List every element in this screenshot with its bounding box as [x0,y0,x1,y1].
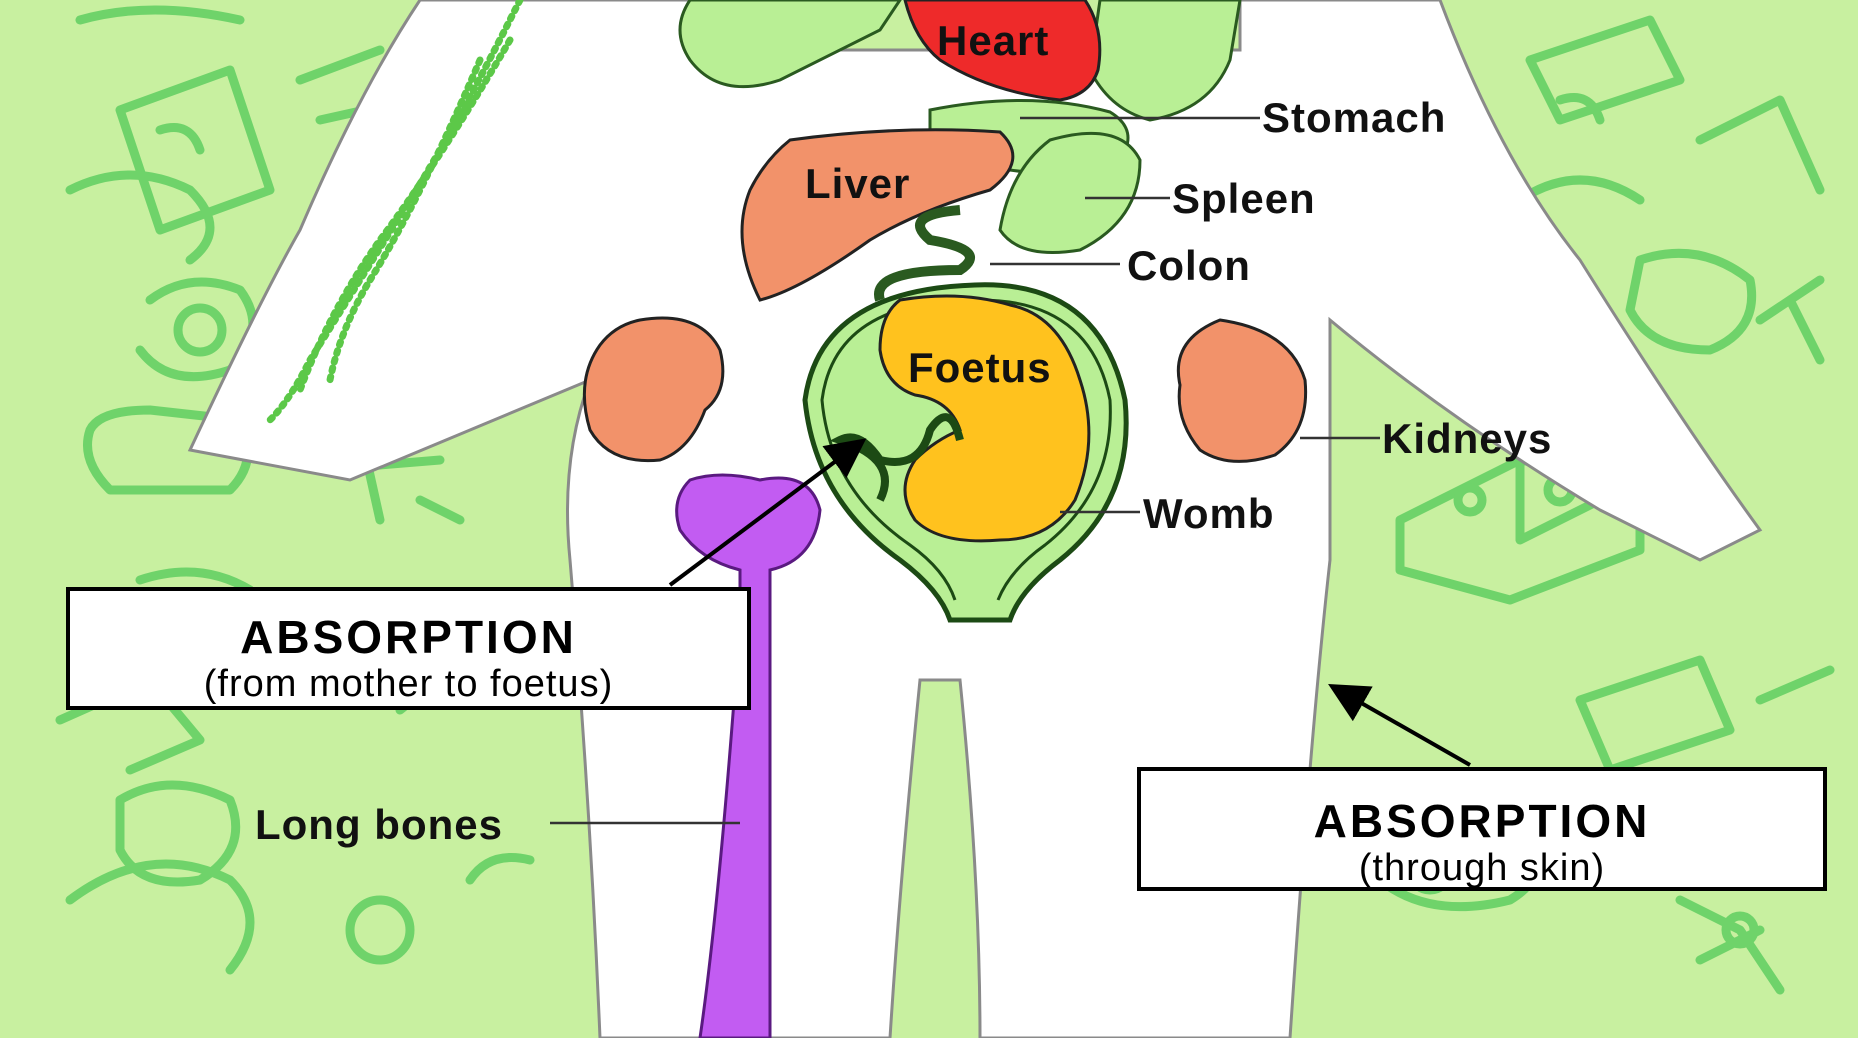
callout-through-skin: ABSORPTION (through skin) [1137,767,1827,891]
callout-mother-to-foetus-title: ABSORPTION [70,611,747,664]
callout-mother-to-foetus-subtitle: (from mother to foetus) [70,664,747,706]
label-heart: Heart [937,20,1049,62]
callout-through-skin-subtitle: (through skin) [1141,848,1823,890]
label-liver: Liver [805,163,910,205]
label-womb: Womb [1143,493,1275,535]
label-stomach: Stomach [1262,97,1446,139]
label-colon: Colon [1127,245,1251,287]
label-long-bones: Long bones [255,804,503,846]
callout-through-skin-title: ABSORPTION [1141,795,1823,848]
label-kidneys: Kidneys [1382,418,1552,460]
right-white-margin [1858,0,1868,1038]
label-spleen: Spleen [1172,178,1316,220]
callout-mother-to-foetus: ABSORPTION (from mother to foetus) [66,587,751,710]
label-foetus: Foetus [908,347,1052,389]
